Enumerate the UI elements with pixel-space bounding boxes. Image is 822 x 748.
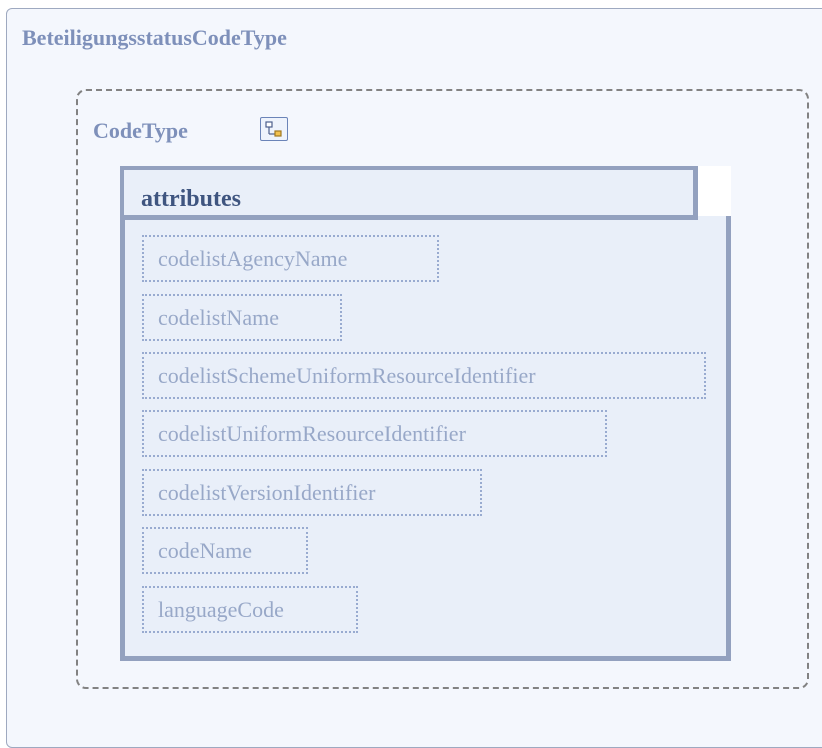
attribute-item-codelist-scheme-uniform-resource-identifier[interactable]: codelistSchemeUniformResourceIdentifier xyxy=(142,352,706,399)
attributes-group-box xyxy=(120,166,731,661)
complex-type-box xyxy=(76,89,809,689)
attributes-group-title: attributes xyxy=(141,186,241,212)
attribute-item-codelist-agency-name[interactable]: codelistAgencyName xyxy=(142,235,439,282)
attribute-item-codelist-name[interactable]: codelistName xyxy=(142,294,342,341)
attribute-item-codelist-uniform-resource-identifier[interactable]: codelistUniformResourceIdentifier xyxy=(142,410,607,457)
attribute-item-codelist-version-identifier[interactable]: codelistVersionIdentifier xyxy=(142,469,482,516)
simple-type-title[interactable]: BeteiligungsstatusCodeType xyxy=(22,25,287,50)
attributes-group-header xyxy=(124,170,698,220)
tree-structure-icon[interactable] xyxy=(260,117,288,141)
complex-type-title[interactable]: CodeType xyxy=(93,118,188,143)
attribute-item-code-name[interactable]: codeName xyxy=(142,527,308,574)
tree-structure-icon-glyph xyxy=(265,121,282,137)
attributes-group-corner xyxy=(698,166,731,216)
attribute-item-language-code[interactable]: languageCode xyxy=(142,586,358,633)
